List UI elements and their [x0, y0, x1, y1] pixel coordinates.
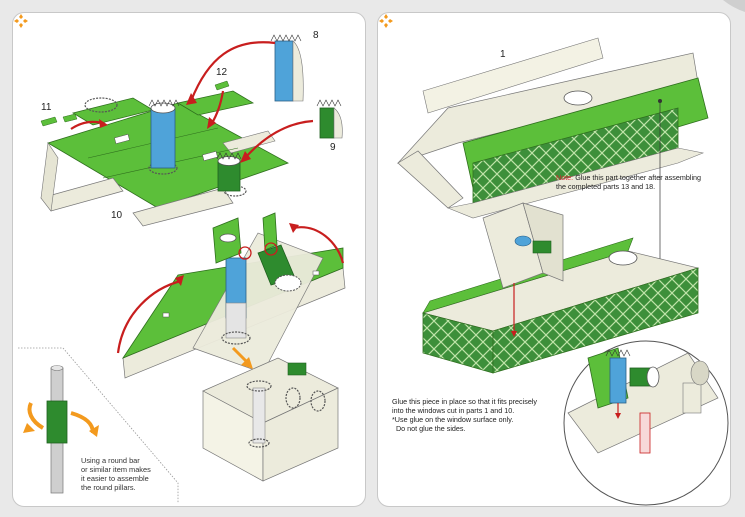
tip-text: Using a round bar or similar item makes …: [81, 456, 151, 492]
detail-magnifier: [563, 340, 729, 506]
part-label-10: 10: [111, 210, 123, 221]
part-label-8: 8: [313, 30, 319, 41]
logo-diamond-icon: [14, 14, 28, 28]
round-bar-illustration: [46, 365, 68, 494]
middle-assembly: [121, 212, 346, 379]
part-label-1: 1: [500, 49, 506, 60]
assembly-diagram-right: [396, 37, 729, 506]
green-pillar: [216, 152, 242, 192]
part-label-11: 11: [41, 102, 52, 113]
page-curl-decoration: [723, 0, 745, 12]
right-instruction-panel: 1 Note: Glue this part together after as…: [377, 12, 731, 507]
part-label-9: 9: [330, 142, 336, 153]
bottom-box: [202, 357, 339, 482]
part-8-tube: [270, 34, 304, 102]
assembly-diagram-left: [18, 34, 346, 503]
assembly-note: Note: Glue this part together after asse…: [556, 173, 702, 191]
down-arrow-icon: [231, 346, 253, 369]
part-9-tube: [316, 99, 343, 139]
left-instruction-panel: 8 9 10 11 12 Using a round bar or simila…: [12, 12, 366, 507]
glue-instruction: Glue this piece in place so that it fits…: [392, 397, 538, 433]
logo-diamond-icon: [379, 14, 393, 28]
blue-pillar: [148, 99, 180, 169]
part-label-12: 12: [216, 67, 228, 78]
part-1-wall: [396, 37, 709, 219]
note-prefix: Note:: [556, 173, 574, 182]
assembled-hull: [421, 202, 700, 374]
